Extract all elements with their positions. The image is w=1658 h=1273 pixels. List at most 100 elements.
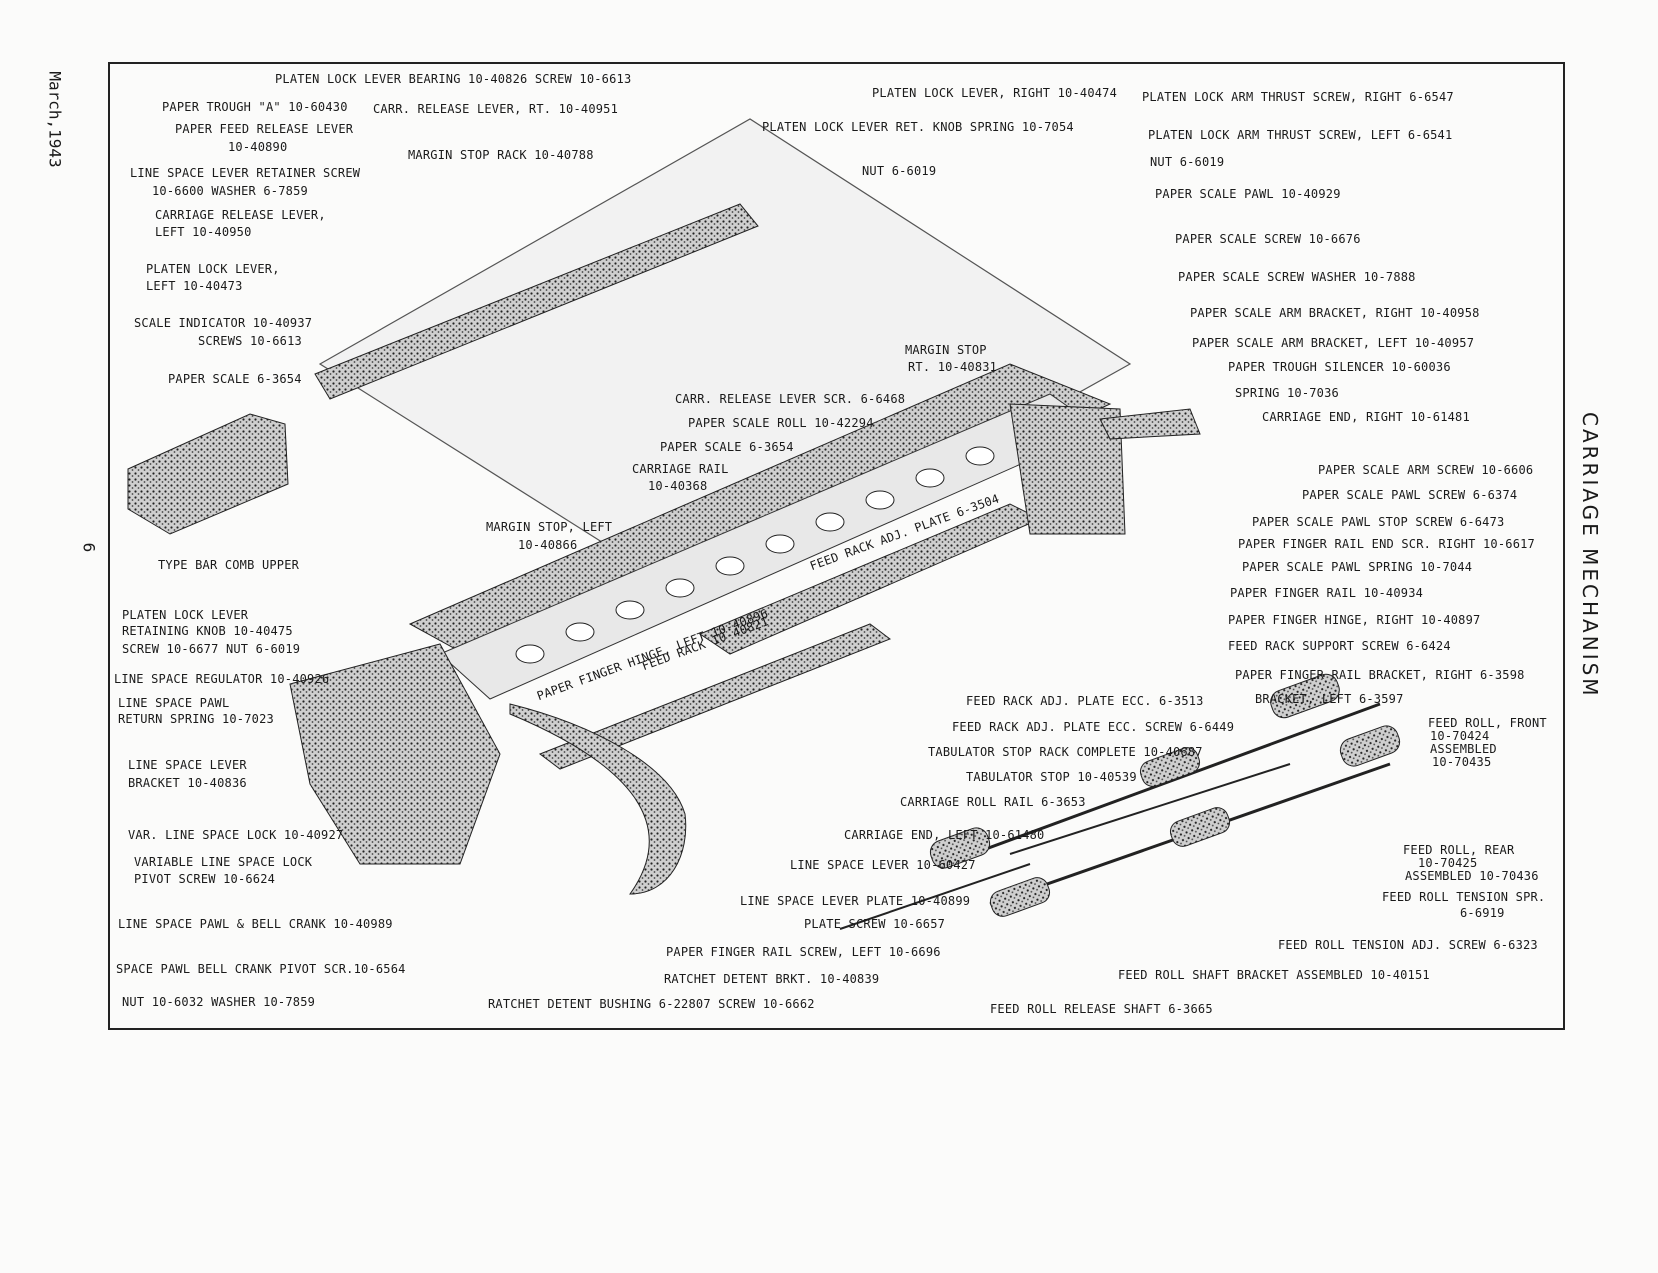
callout-label: FEED ROLL TENSION SPR.	[1382, 890, 1546, 904]
callout-label: TABULATOR STOP RACK COMPLETE 10-40687	[928, 745, 1203, 759]
callout-label: ASSEMBLED	[1430, 742, 1497, 756]
callout-label: VAR. LINE SPACE LOCK 10-40927	[128, 828, 344, 842]
callout-label: PAPER SCALE PAWL STOP SCREW 6-6473	[1252, 515, 1505, 529]
callout-label: FEED ROLL RELEASE SHAFT 6-3665	[990, 1002, 1213, 1016]
callout-label: 10-40866	[518, 538, 578, 552]
callout-label: VARIABLE LINE SPACE LOCK	[134, 855, 313, 869]
callout-label: 6-6919	[1460, 906, 1505, 920]
callout-label: PLATEN LOCK LEVER RET. KNOB SPRING 10-70…	[762, 120, 1074, 134]
callout-label: ASSEMBLED 10-70436	[1405, 869, 1539, 883]
callout-label: 10-70424	[1430, 729, 1490, 743]
callout-label: SCREW 10-6677 NUT 6-6019	[122, 642, 301, 656]
callout-label: LEFT 10-40950	[155, 225, 252, 239]
callout-label: PAPER SCALE 6-3654	[168, 372, 302, 386]
callout-label: PLATEN LOCK ARM THRUST SCREW, LEFT 6-654…	[1148, 128, 1453, 142]
callout-label: FEED ROLL, REAR	[1403, 843, 1515, 857]
carriage-mechanism-illustration	[127, 118, 1401, 930]
callout-label: PIVOT SCREW 10-6624	[134, 872, 276, 886]
callout-label: PAPER SCALE ARM BRACKET, LEFT 10-40957	[1192, 336, 1475, 350]
callout-label: 10-6600 WASHER 6-7859	[152, 184, 308, 198]
callout-label: FEED RACK ADJ. PLATE ECC. 6-3513	[966, 694, 1204, 708]
callout-label: PLATEN LOCK ARM THRUST SCREW, RIGHT 6-65…	[1142, 90, 1454, 104]
callout-label: LINE SPACE REGULATOR 10-40926	[114, 672, 330, 686]
callout-label: SPACE PAWL BELL CRANK PIVOT SCR.10-6564	[116, 962, 406, 976]
callout-label: 10-40368	[648, 479, 708, 493]
callout-label: RT. 10-40831	[908, 360, 998, 374]
callout-label: PAPER SCALE ROLL 10-42294	[688, 416, 874, 430]
callout-label: CARRIAGE END, RIGHT 10-61481	[1262, 410, 1470, 424]
callout-label: RATCHET DETENT BRKT. 10-40839	[664, 972, 880, 986]
callout-label: LINE SPACE PAWL & BELL CRANK 10-40989	[118, 917, 393, 931]
callout-label: PAPER TROUGH SILENCER 10-60036	[1228, 360, 1451, 374]
callout-label: NUT 6-6019	[1150, 155, 1225, 169]
callout-label: FEED ROLL SHAFT BRACKET ASSEMBLED 10-401…	[1118, 968, 1430, 982]
callout-label: PAPER FINGER RAIL END SCR. RIGHT 10-6617	[1238, 537, 1535, 551]
callout-label: CARR. RELEASE LEVER SCR. 6-6468	[675, 392, 906, 406]
diagram-frame	[108, 62, 1565, 1030]
callout-label: LEFT 10-40473	[146, 279, 243, 293]
callout-label: PAPER SCALE PAWL 10-40929	[1155, 187, 1341, 201]
callout-label: PAPER SCALE 6-3654	[660, 440, 794, 454]
callout-label: FEED RACK ADJ. PLATE ECC. SCREW 6-6449	[952, 720, 1235, 734]
callout-label: PAPER SCALE PAWL SCREW 6-6374	[1302, 488, 1518, 502]
callout-label: PLATEN LOCK LEVER,	[146, 262, 280, 276]
callout-label: RETAINING KNOB 10-40475	[122, 624, 293, 638]
callout-label: LINE SPACE LEVER PLATE 10-40899	[740, 894, 971, 908]
callout-label: NUT 10-6032 WASHER 10-7859	[122, 995, 316, 1009]
callout-label: BRACKET, LEFT 6-3597	[1255, 692, 1404, 706]
callout-label: FEED ROLL, FRONT	[1428, 716, 1547, 730]
callout-label: PAPER FINGER RAIL 10-40934	[1230, 586, 1424, 600]
callout-label: PLATEN LOCK LEVER BEARING 10-40826 SCREW…	[275, 72, 632, 86]
callout-label: PAPER SCALE PAWL SPRING 10-7044	[1242, 560, 1473, 574]
callout-label: MARGIN STOP	[905, 343, 987, 357]
page-date: March,1943	[45, 71, 65, 168]
callout-label: PLATEN LOCK LEVER, RIGHT 10-40474	[872, 86, 1118, 100]
callout-label: PAPER TROUGH "A" 10-60430	[162, 100, 348, 114]
callout-label: MARGIN STOP, LEFT	[486, 520, 613, 534]
callout-label: PAPER FINGER RAIL BRACKET, RIGHT 6-3598	[1235, 668, 1525, 682]
callout-label: PAPER SCALE ARM SCREW 10-6606	[1318, 463, 1534, 477]
callout-label: PAPER FINGER HINGE, RIGHT 10-40897	[1228, 613, 1481, 627]
page-number: 6	[79, 542, 99, 553]
callout-label: PAPER SCALE ARM BRACKET, RIGHT 10-40958	[1190, 306, 1480, 320]
carriage-roll-rail	[538, 623, 892, 770]
callout-label: PAPER SCALE SCREW 10-6676	[1175, 232, 1361, 246]
callout-label: SCALE INDICATOR 10-40937	[134, 316, 313, 330]
callout-label: RATCHET DETENT BUSHING 6-22807 SCREW 10-…	[488, 997, 815, 1011]
paper-scale-arm	[1099, 408, 1201, 440]
page-title: CARRIAGE MECHANISM	[1578, 412, 1602, 699]
callout-label: BRACKET 10-40836	[128, 776, 247, 790]
feed-roll-assembly	[839, 673, 1401, 930]
paper-table	[318, 118, 1132, 605]
callout-label: SCREWS 10-6613	[198, 334, 302, 348]
line-space-lever	[509, 703, 687, 895]
callout-label: TABULATOR STOP 10-40539	[966, 770, 1137, 784]
callout-label: FEED ROLL TENSION ADJ. SCREW 6-6323	[1278, 938, 1538, 952]
callout-label: PLATEN LOCK LEVER	[122, 608, 249, 622]
upper-bar	[314, 203, 759, 400]
callout-label: PLATE SCREW 10-6657	[804, 917, 946, 931]
callout-label: LINE SPACE LEVER 10-60427	[790, 858, 976, 872]
callout-label: LINE SPACE PAWL	[118, 696, 230, 710]
callout-label: NUT 6-6019	[862, 164, 937, 178]
callout-label: RETURN SPRING 10-7023	[118, 712, 274, 726]
callout-label: 10-70435	[1432, 755, 1492, 769]
callout-label: MARGIN STOP RACK 10-40788	[408, 148, 594, 162]
callout-label: LINE SPACE LEVER RETAINER SCREW	[130, 166, 361, 180]
callout-label: CARR. RELEASE LEVER, RT. 10-40951	[373, 102, 619, 116]
callout-label: CARRIAGE END, LEFT 10-61480	[844, 828, 1045, 842]
left-carriage-end	[289, 643, 501, 865]
callout-label: PAPER FEED RELEASE LEVER	[175, 122, 354, 136]
right-end	[1009, 403, 1126, 535]
callout-label: CARRIAGE ROLL RAIL 6-3653	[900, 795, 1086, 809]
callout-label: 10-70425	[1418, 856, 1478, 870]
callout-label: LINE SPACE LEVER	[128, 758, 247, 772]
callout-label: CARRIAGE RELEASE LEVER,	[155, 208, 326, 222]
callout-label: PAPER FINGER RAIL SCREW, LEFT 10-6696	[666, 945, 941, 959]
type-bar-comb-inset	[127, 413, 289, 535]
callout-label: TYPE BAR COMB UPPER	[158, 558, 300, 572]
callout-label: SPRING 10-7036	[1235, 386, 1339, 400]
callout-label: FEED RACK SUPPORT SCREW 6-6424	[1228, 639, 1451, 653]
callout-label: CARRIAGE RAIL	[632, 462, 729, 476]
callout-label: PAPER SCALE SCREW WASHER 10-7888	[1178, 270, 1416, 284]
